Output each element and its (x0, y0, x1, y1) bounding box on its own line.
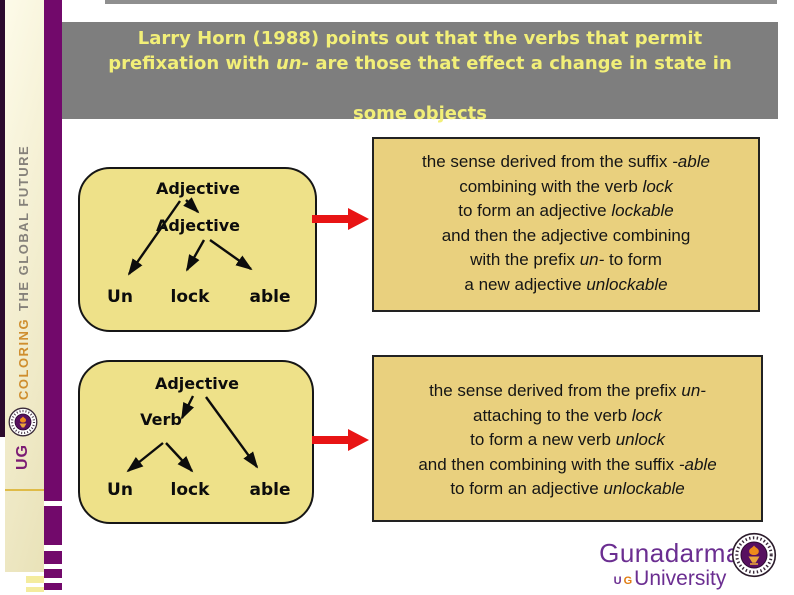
sidebar-cream-strip (5, 0, 44, 572)
slide-title-continuation: some objects (353, 103, 487, 124)
tree-branches (126, 395, 259, 473)
tree-diagram-verb: Adjective Verb Un lock able (78, 360, 314, 524)
text-line: combining with the verb lock (459, 176, 673, 196)
text-line: and then combining with the suffix -able (418, 454, 717, 474)
text-line: a new adjective unlockable (464, 274, 668, 294)
tree-node-mid: Adjective (155, 216, 241, 235)
sidebar-purple-bar (44, 0, 62, 501)
tree-leaf-lock: lock (170, 287, 210, 307)
text-line: prefixation with un- are those that effe… (108, 52, 732, 74)
tree-leaf-un: Un (107, 480, 133, 500)
right-arrow-icon (312, 208, 369, 230)
university-acronym-u: U (613, 575, 622, 587)
text-line: and then the adjective combining (441, 225, 691, 245)
text-line: with the prefix un- to form (470, 250, 662, 269)
sidebar-dark-strip (0, 0, 5, 437)
tree-diagram-adjective: Adjective Adjective Un lock able (78, 167, 317, 332)
university-seal-icon (8, 407, 38, 437)
sidebar-coloring-label: COLORING (15, 317, 31, 400)
explanation-box-prefix-first: the sense derived from the prefix un-att… (372, 355, 763, 522)
tree-branches (127, 197, 253, 276)
sidebar-motto: UG COLORING THE GLOBAL FUTURE (6, 98, 40, 470)
slide-title-text: Larry Horn (1988) points out that the ve… (62, 22, 778, 76)
sidebar-future-label: THE GLOBAL FUTURE (15, 144, 31, 311)
university-acronym-g: G (623, 575, 633, 587)
university-seal-icon (731, 532, 777, 578)
sidebar-purple-dash (44, 569, 62, 578)
right-arrow-icon (312, 429, 369, 451)
tree-node-root: Adjective (155, 179, 241, 198)
text-line: the sense derived from the suffix -able (422, 152, 710, 171)
text-line: Larry Horn (1988) points out that the ve… (137, 28, 703, 49)
sidebar-purple-dash (44, 506, 62, 545)
tree-node-root: Adjective (154, 374, 240, 393)
text-line: to form an adjective unlockable (450, 479, 685, 498)
sidebar-purple-dash (44, 583, 62, 590)
explanation-box-suffix-first: the sense derived from the suffix -able c… (372, 137, 760, 312)
text-line: to form an adjective lockable (458, 201, 674, 220)
sidebar-gold-line (5, 489, 44, 491)
sidebar-ug-label: UG (14, 444, 31, 470)
university-word: University (634, 567, 727, 590)
text-line: attaching to the verb lock (472, 405, 662, 425)
top-border-line (105, 0, 777, 4)
tree-leaf-lock: lock (170, 480, 210, 500)
text-line: to form a new verb unlock (470, 430, 665, 449)
text-line: the sense derived from the prefix un- (429, 381, 706, 400)
sidebar-cream-dash (26, 587, 44, 592)
university-name: Gunadarma (599, 538, 741, 568)
tree-leaf-able: able (249, 480, 291, 500)
sidebar-cream-dash (26, 576, 44, 583)
tree-leaf-able: able (249, 287, 291, 307)
slide-title-box: Larry Horn (1988) points out that the ve… (62, 22, 778, 124)
sidebar-purple-dash (44, 551, 62, 564)
tree-node-verb: Verb (140, 410, 182, 429)
tree-leaf-un: Un (107, 287, 133, 307)
